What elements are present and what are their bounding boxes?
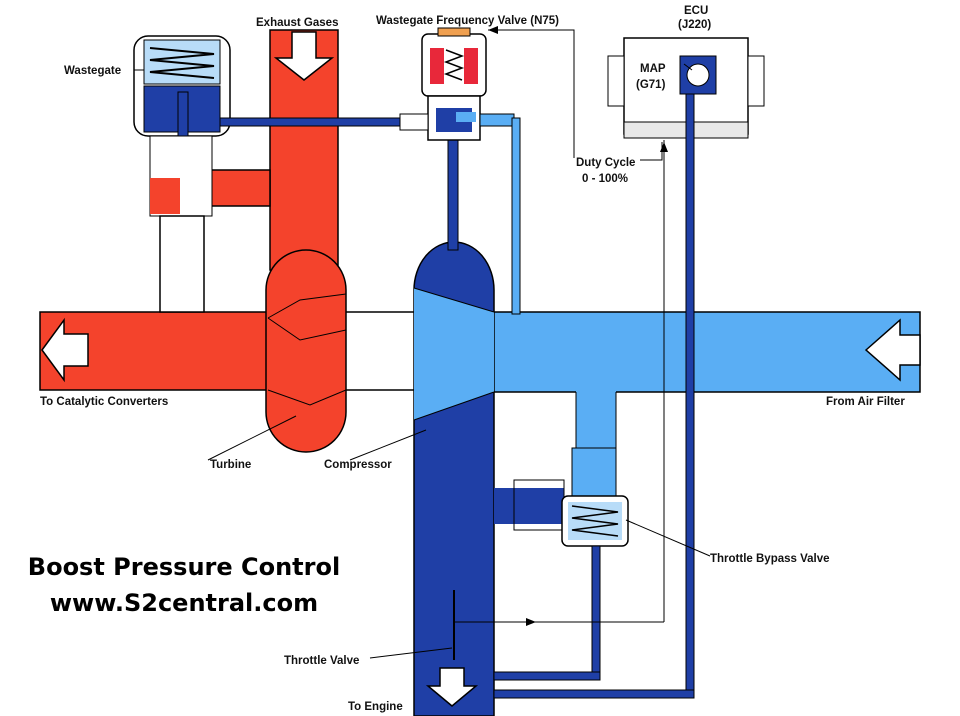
turbine-label: Turbine (210, 459, 251, 471)
compressor-label: Compressor (324, 459, 392, 471)
engine-return-line (493, 689, 695, 699)
diagram-title: Boost Pressure Control (28, 553, 340, 581)
from-air-filter-label: From Air Filter (826, 396, 905, 408)
boost-feed-line (447, 129, 459, 251)
website-label: www.S2central.com (50, 589, 318, 617)
exhaust-inlet-pipe (175, 29, 339, 271)
duty-arrow-icon (488, 26, 498, 34)
map-code-label: (G71) (636, 79, 666, 91)
intake-reference-line (511, 117, 521, 315)
to-engine-label: To Engine (348, 701, 403, 713)
duty-cycle-signal (488, 29, 575, 158)
wastegate-control-line (219, 117, 409, 127)
wastegate-label: Wastegate (64, 65, 121, 77)
exhaust-outlet-pipe (39, 311, 419, 391)
ecu-label: ECU (684, 5, 708, 17)
ecu-code-label: (J220) (678, 19, 711, 31)
throttle-valve-label: Throttle Valve (284, 655, 359, 667)
map-label: MAP (640, 63, 666, 75)
catalytic-arrow-icon (41, 317, 89, 383)
duty-cycle-label: Duty Cycle (576, 157, 635, 169)
exhaust-arrow-icon (273, 31, 335, 81)
throttle-signal-arrow-icon (660, 142, 668, 152)
map-sensor-line (685, 93, 695, 699)
engine-arrow-icon (425, 667, 479, 707)
throttle-bypass-valve (493, 447, 629, 681)
to-catalytic-label: To Catalytic Converters (40, 396, 168, 408)
n75-valve-label: Wastegate Frequency Valve (N75) (376, 15, 559, 27)
air-filter-arrow-icon (864, 318, 921, 382)
n75-valve (399, 27, 515, 141)
turbine-housing (265, 249, 347, 453)
throttle-actuator-arrow-icon (526, 618, 536, 626)
duty-range-label: 0 - 100% (582, 173, 628, 185)
throttle-bypass-label: Throttle Bypass Valve (710, 553, 830, 565)
compressor-housing (413, 241, 495, 716)
exhaust-gases-label: Exhaust Gases (256, 17, 338, 29)
wastegate-actuator (133, 35, 231, 313)
